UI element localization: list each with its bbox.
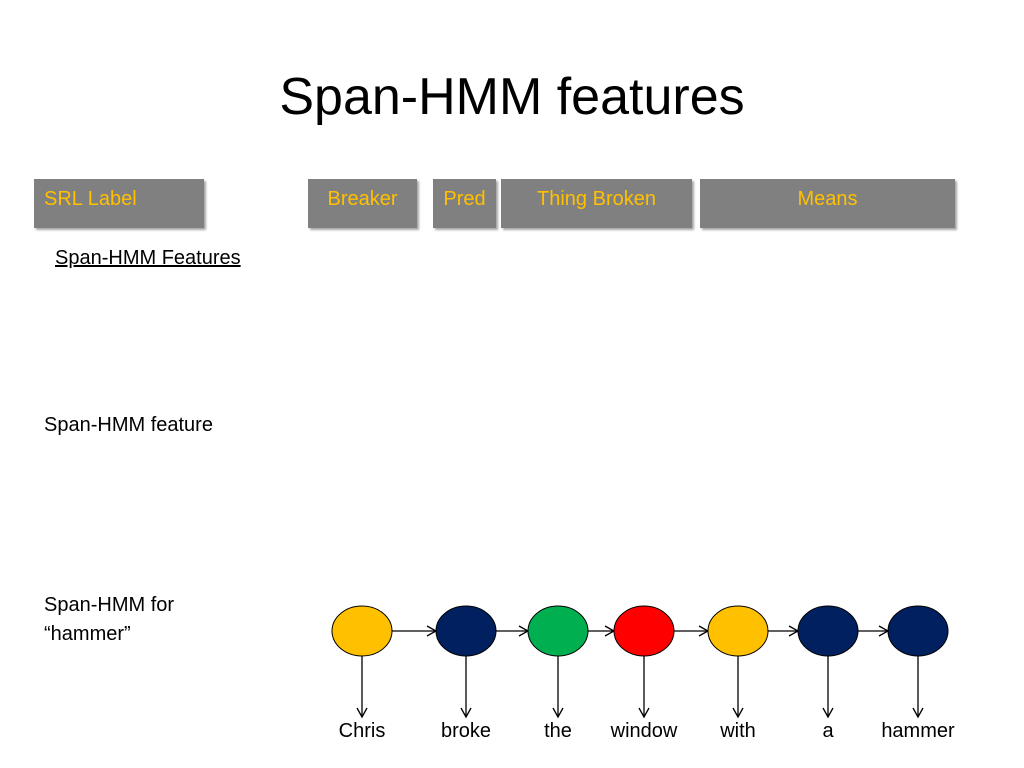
hmm-state-node	[435, 605, 497, 657]
role-box-label: Means	[797, 188, 858, 210]
observed-word: a	[822, 720, 834, 742]
observed-word: window	[610, 720, 678, 742]
hmm-state-node	[613, 605, 675, 657]
hmm-state-node	[707, 605, 769, 657]
section-heading: Span-HMM Features	[55, 247, 241, 269]
observed-word: with	[719, 720, 756, 742]
role-box-label: Breaker	[327, 188, 398, 210]
hmm-state-node	[887, 605, 949, 657]
observed-word: hammer	[881, 720, 955, 742]
role-box-breaker: Breaker	[308, 179, 417, 228]
observed-word: the	[544, 720, 572, 742]
observed-word: broke	[441, 720, 491, 742]
observed-word: Chris	[339, 720, 386, 742]
hmm-label: Span-HMM for “hammer”	[44, 594, 175, 645]
slide-title: Span-HMM features	[279, 68, 745, 126]
hmm-state-node	[797, 605, 859, 657]
role-box-label: Thing Broken	[537, 188, 656, 210]
role-box-label: Pred	[443, 188, 486, 210]
feature-label: Span-HMM feature	[44, 414, 213, 436]
hmm-state-node	[527, 605, 589, 657]
role-box-means: Means	[700, 179, 955, 228]
role-box-pred: Pred	[433, 179, 496, 228]
role-box-thing-broken: Thing Broken	[501, 179, 692, 228]
hmm-state-node	[331, 605, 393, 657]
srl-label-box: SRL Label	[34, 179, 204, 228]
srl-label-text: SRL Label	[44, 188, 137, 210]
